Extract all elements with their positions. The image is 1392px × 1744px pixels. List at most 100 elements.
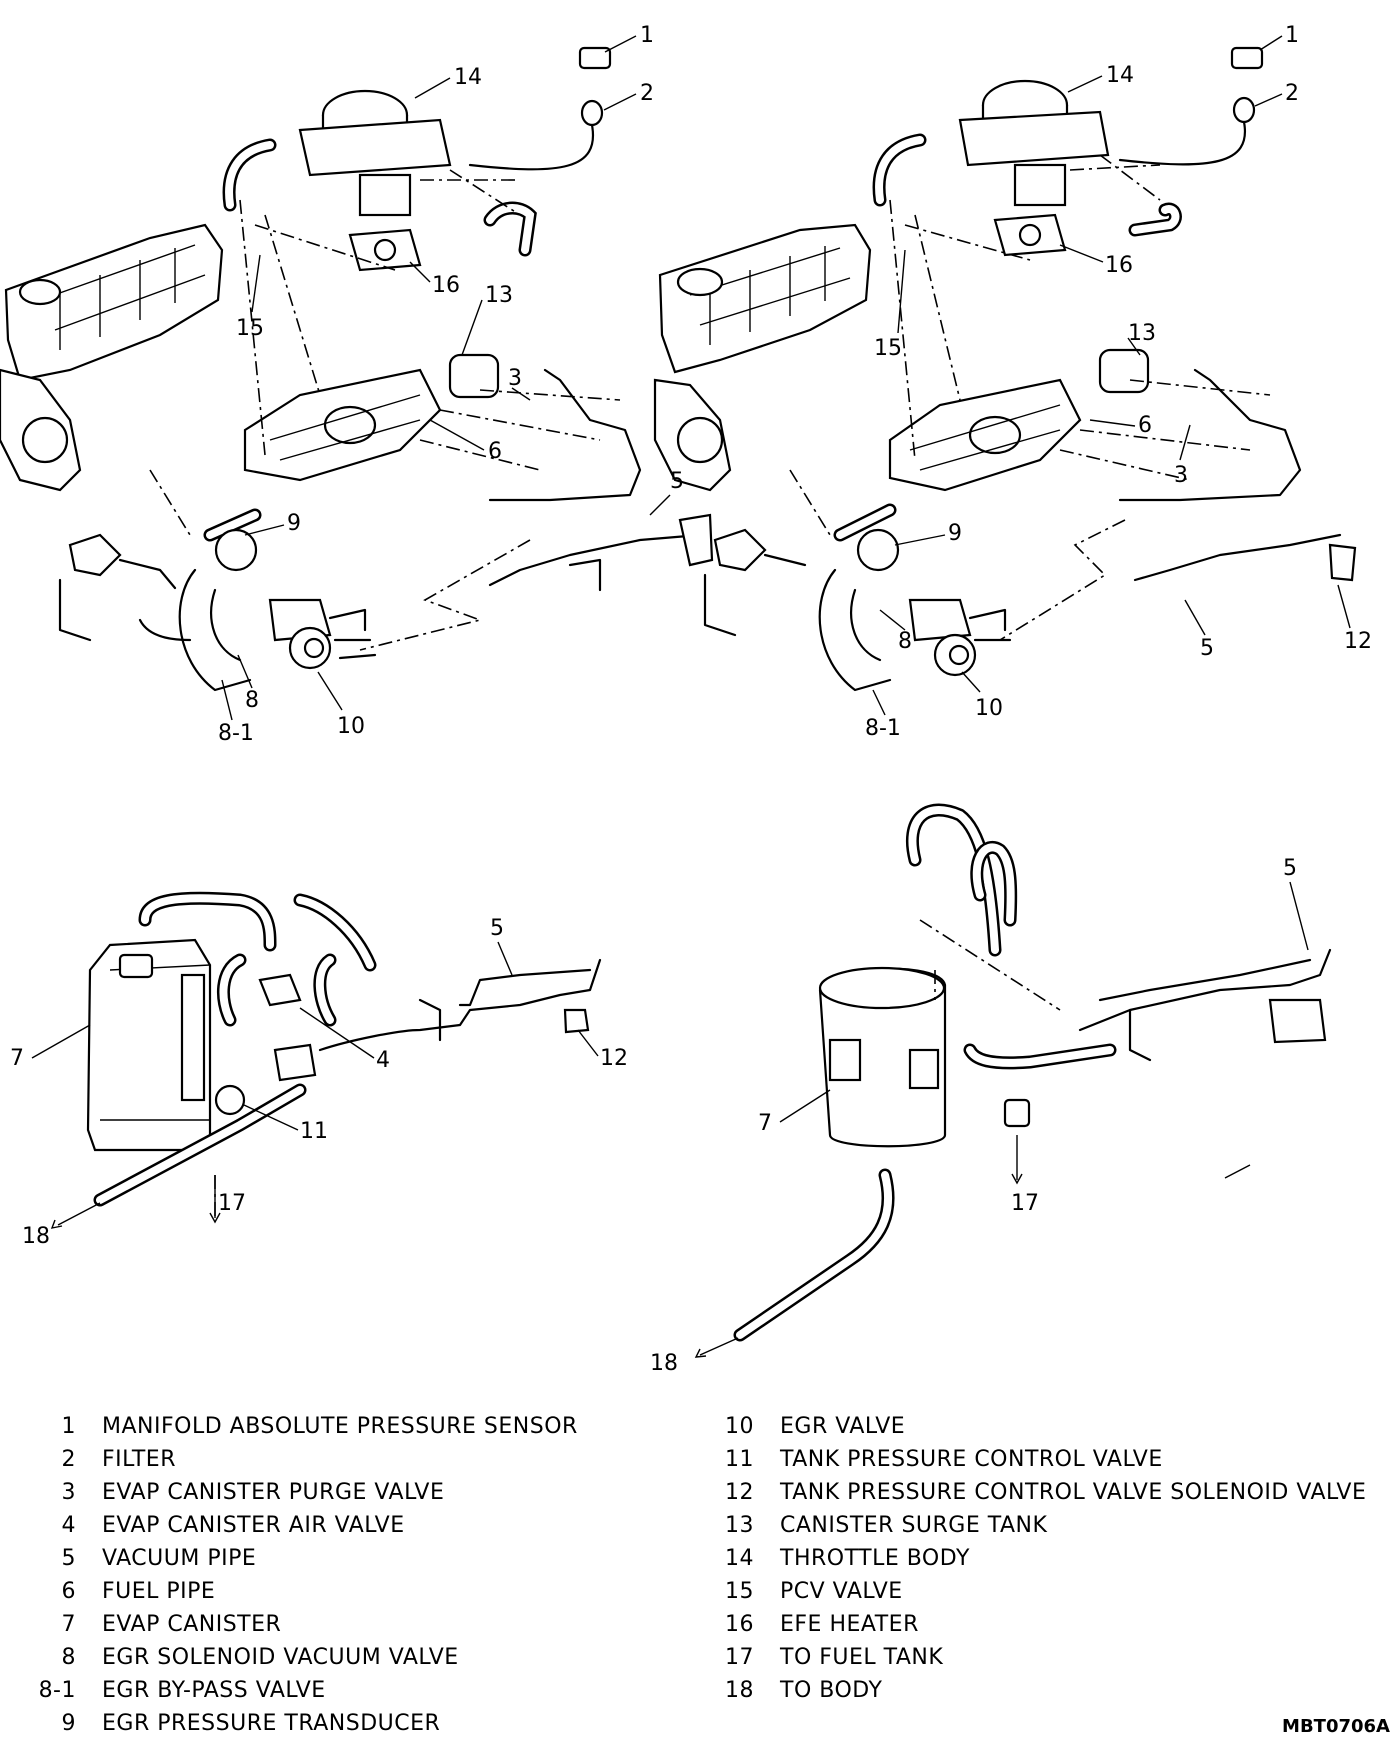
- legend-number: 16: [725, 1612, 754, 1637]
- legend-item: 15 PCV VALVE: [725, 1579, 1366, 1612]
- callout: 8-1: [218, 721, 254, 746]
- legend-item: 10 EGR VALVE: [725, 1414, 1366, 1447]
- callout: 14: [1106, 63, 1134, 88]
- legend-label: EGR PRESSURE TRANSDUCER: [102, 1711, 441, 1736]
- legend-label: EGR SOLENOID VACUUM VALVE: [102, 1645, 459, 1670]
- legend-label: EVAP CANISTER AIR VALVE: [102, 1513, 405, 1538]
- callout: 13: [485, 283, 513, 308]
- legend-number: 11: [725, 1447, 754, 1472]
- legend-number: 1: [61, 1414, 76, 1439]
- callout: 1: [640, 23, 654, 48]
- legend-label: FUEL PIPE: [102, 1579, 216, 1604]
- legend-item: 17 TO FUEL TANK: [725, 1645, 1366, 1678]
- callout: 1: [1285, 23, 1299, 48]
- callout: 2: [640, 81, 654, 106]
- legend-number: 10: [725, 1414, 754, 1439]
- legend-label: EVAP CANISTER: [102, 1612, 282, 1637]
- callout: 15: [236, 316, 264, 341]
- callout: 13: [1128, 321, 1156, 346]
- legend-number: 2: [61, 1447, 76, 1472]
- legend-label: EFE HEATER: [780, 1612, 919, 1637]
- callout: 9: [287, 511, 301, 536]
- legend-item: 13 CANISTER SURGE TANK: [725, 1513, 1366, 1546]
- callout: 15: [874, 336, 902, 361]
- callout: 12: [1344, 629, 1372, 654]
- callouts-bottom-left: 5 7 4 12 11 17 18: [10, 916, 628, 1249]
- callout: 14: [454, 65, 482, 90]
- legend-number: 13: [725, 1513, 754, 1538]
- legend-item: 3 EVAP CANISTER PURGE VALVE: [62, 1480, 578, 1513]
- callout: 7: [10, 1046, 24, 1071]
- callout: 8: [898, 629, 912, 654]
- legend-item: 5 VACUUM PIPE: [62, 1546, 578, 1579]
- legend-item: 8-1 EGR BY-PASS VALVE: [39, 1678, 578, 1711]
- callout: 5: [670, 469, 684, 494]
- callout: 3: [1174, 463, 1188, 488]
- legend-number: 8-1: [38, 1678, 76, 1703]
- legend-item: 16 EFE HEATER: [725, 1612, 1366, 1645]
- emission-system-diagram: 1 2 14 16 15 13 3 6 5 9 8 8-1 10 1 2 14 …: [0, 23, 1372, 1376]
- legend-label: TO BODY: [780, 1678, 883, 1703]
- legend-number: 14: [725, 1546, 754, 1571]
- legend-label: TANK PRESSURE CONTROL VALVE: [780, 1447, 1163, 1472]
- legend-number: 6: [61, 1579, 76, 1604]
- callout: 17: [1011, 1191, 1039, 1216]
- callout: 8: [245, 688, 259, 713]
- callout: 6: [1138, 413, 1152, 438]
- callout: 18: [22, 1224, 50, 1249]
- callout: 12: [600, 1046, 628, 1071]
- callout: 5: [1283, 856, 1297, 881]
- canister-view-right: [694, 803, 1332, 1358]
- callout: 3: [508, 366, 522, 391]
- legend-number: 17: [725, 1645, 754, 1670]
- legend-number: 18: [725, 1678, 754, 1703]
- legend-item: 1 MANIFOLD ABSOLUTE PRESSURE SENSOR: [62, 1414, 578, 1447]
- legend-number: 3: [61, 1480, 76, 1505]
- callout: 16: [432, 273, 460, 298]
- legend-number: 7: [61, 1612, 76, 1637]
- legend-item: 7 EVAP CANISTER: [62, 1612, 578, 1645]
- callout: 17: [218, 1191, 246, 1216]
- callout: 4: [376, 1048, 390, 1073]
- legend-label: TANK PRESSURE CONTROL VALVE SOLENOID VAL…: [780, 1480, 1367, 1505]
- callout: 6: [488, 439, 502, 464]
- callout: 10: [975, 696, 1003, 721]
- callout: 8-1: [865, 716, 901, 741]
- legend-label: EGR VALVE: [780, 1414, 906, 1439]
- legend-number: 15: [725, 1579, 754, 1604]
- canister-view-left: [50, 891, 602, 1229]
- legend-right: 10 EGR VALVE 11 TANK PRESSURE CONTROL VA…: [725, 1414, 1367, 1711]
- legend-item: 12 TANK PRESSURE CONTROL VALVE SOLENOID …: [725, 1480, 1367, 1513]
- legend-number: 12: [725, 1480, 754, 1505]
- callout: 9: [948, 521, 962, 546]
- legend-number: 9: [61, 1711, 76, 1736]
- legend-item: 4 EVAP CANISTER AIR VALVE: [62, 1513, 578, 1546]
- callouts-top-left: 1 2 14 16 15 13 3 6 5 9 8 8-1 10: [218, 23, 684, 746]
- callout: 11: [300, 1119, 328, 1144]
- legend-label: MANIFOLD ABSOLUTE PRESSURE SENSOR: [102, 1414, 578, 1439]
- legend-label: FILTER: [102, 1447, 176, 1472]
- legend-number: 5: [61, 1546, 76, 1571]
- legend-label: EVAP CANISTER PURGE VALVE: [102, 1480, 445, 1505]
- legend-item: 18 TO BODY: [725, 1678, 1366, 1711]
- legend-left: 1 MANIFOLD ABSOLUTE PRESSURE SENSOR 2 FI…: [39, 1414, 578, 1744]
- callout: 18: [650, 1351, 678, 1376]
- callout: 5: [490, 916, 504, 941]
- legend-label: CANISTER SURGE TANK: [780, 1513, 1048, 1538]
- callout: 5: [1200, 636, 1214, 661]
- legend-label: THROTTLE BODY: [780, 1546, 970, 1571]
- engine-view-left: [0, 46, 714, 692]
- legend-item: 6 FUEL PIPE: [62, 1579, 578, 1612]
- callouts-bottom-right: 5 7 17 18: [650, 856, 1309, 1376]
- legend-label: EGR BY-PASS VALVE: [102, 1678, 326, 1703]
- legend-number: 4: [61, 1513, 76, 1538]
- callouts-top-right: 1 2 14 16 15 13 6 3 9 5 12 8 8-1 10: [865, 23, 1372, 741]
- figure-code: MBT0706A: [1282, 1716, 1390, 1737]
- legend-item: 8 EGR SOLENOID VACUUM VALVE: [62, 1645, 578, 1678]
- legend-label: PCV VALVE: [780, 1579, 903, 1604]
- legend-item: 2 FILTER: [62, 1447, 578, 1480]
- callout: 10: [337, 714, 365, 739]
- callout: 7: [758, 1111, 772, 1136]
- legend-item: 9 EGR PRESSURE TRANSDUCER: [62, 1711, 578, 1744]
- legend-label: VACUUM PIPE: [102, 1546, 257, 1571]
